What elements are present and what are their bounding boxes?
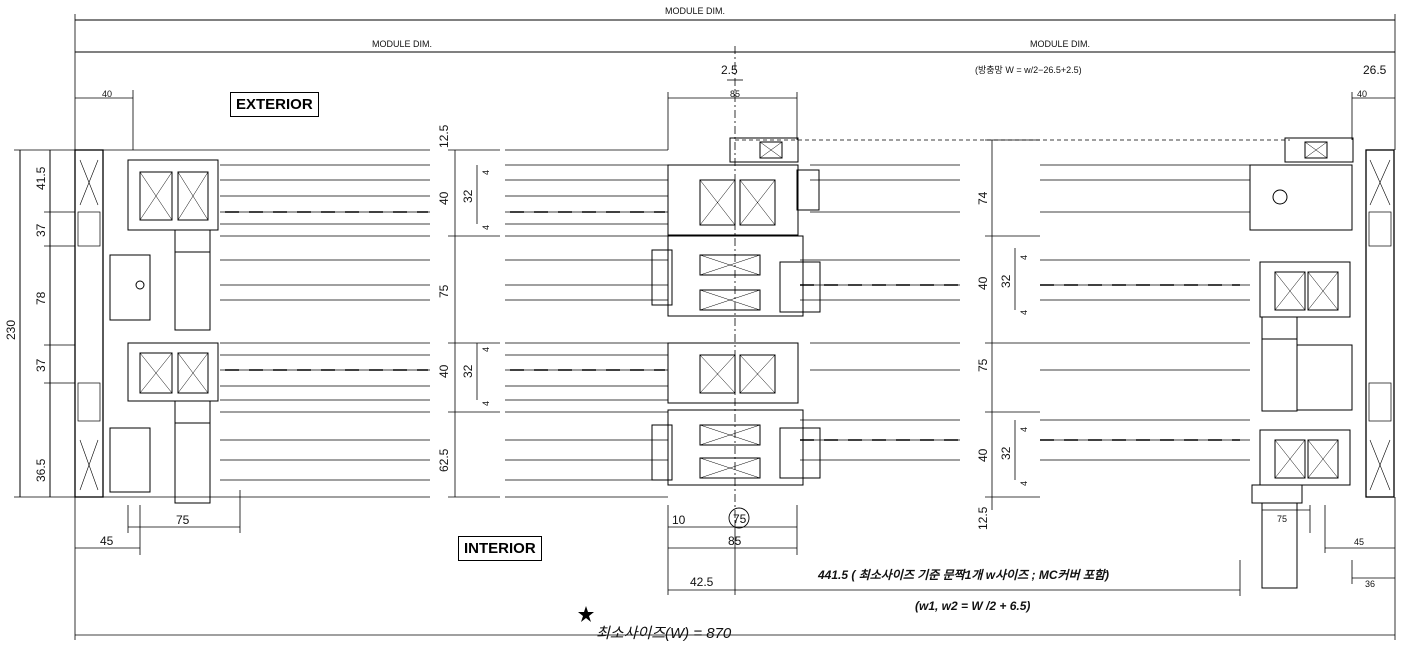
dim-2-5: 2.5	[721, 63, 738, 77]
dim-45-right: 45	[1354, 537, 1365, 547]
dim-74: 74	[976, 191, 990, 205]
dim-40-c: 40	[976, 276, 990, 290]
dim-40-b: 40	[437, 364, 451, 378]
dim-40-left: 40	[102, 89, 113, 99]
dim-4-c2: 4	[1019, 309, 1029, 315]
module-dim-left-label: MODULE DIM.	[372, 39, 433, 49]
dim-26-5: 26.5	[1363, 63, 1387, 77]
module-dim-right-label: MODULE DIM.	[1030, 39, 1091, 49]
dim-36-5: 36.5	[34, 458, 48, 482]
dim-230: 230	[4, 319, 18, 340]
dim-4-c1: 4	[1019, 254, 1029, 260]
dim-41-5: 41.5	[34, 166, 48, 190]
dim-32-d: 32	[999, 446, 1013, 460]
dim-4-a2: 4	[481, 224, 491, 230]
dim-37-b: 37	[34, 358, 48, 372]
dim-78: 78	[34, 291, 48, 305]
dim-4-b1: 4	[481, 346, 491, 352]
w-formula-note: (w1, w2 = W /2 + 6.5)	[915, 599, 1031, 613]
dim-4-a1: 4	[481, 169, 491, 175]
dim-75-circle: 75	[733, 512, 747, 526]
dim-42-5: 42.5	[690, 575, 714, 589]
module-dim-total-label: MODULE DIM.	[665, 6, 726, 16]
dim-10: 10	[672, 513, 686, 527]
dim-4-d1: 4	[1019, 426, 1029, 432]
dim-85-top: 85	[730, 89, 741, 99]
dim-45-left: 45	[100, 534, 114, 548]
dim-37-a: 37	[34, 223, 48, 237]
dim-12-5-top: 12.5	[437, 124, 451, 148]
min-width-note: 441.5 ( 최소사이즈 기준 문짝1개 w사이즈 ; MC커버 포함)	[818, 568, 1110, 582]
dim-36-right: 36	[1365, 579, 1376, 589]
dim-12-5-bottom: 12.5	[976, 506, 990, 530]
dim-85-bottom: 85	[728, 534, 742, 548]
dim-4-b2: 4	[481, 400, 491, 406]
min-size-note: 최소사이즈(W) = 870	[596, 625, 732, 642]
dim-32-a: 32	[461, 189, 475, 203]
dim-32-c: 32	[999, 274, 1013, 288]
dim-40-d: 40	[976, 448, 990, 462]
dim-4-d2: 4	[1019, 480, 1029, 486]
interior-label: INTERIOR	[458, 536, 542, 561]
screen-formula-label: (방충망 W = w/2−26.5+2.5)	[975, 65, 1082, 75]
dim-75-right-bottom: 75	[1277, 514, 1288, 524]
dim-75-mid: 75	[437, 284, 451, 298]
dim-75-bottom-left: 75	[176, 513, 190, 527]
exterior-label: EXTERIOR	[230, 92, 319, 117]
dim-32-b: 32	[461, 364, 475, 378]
dim-40-a: 40	[437, 191, 451, 205]
dim-40-right: 40	[1357, 89, 1368, 99]
dim-62-5: 62.5	[437, 448, 451, 472]
dim-75-right: 75	[976, 358, 990, 372]
